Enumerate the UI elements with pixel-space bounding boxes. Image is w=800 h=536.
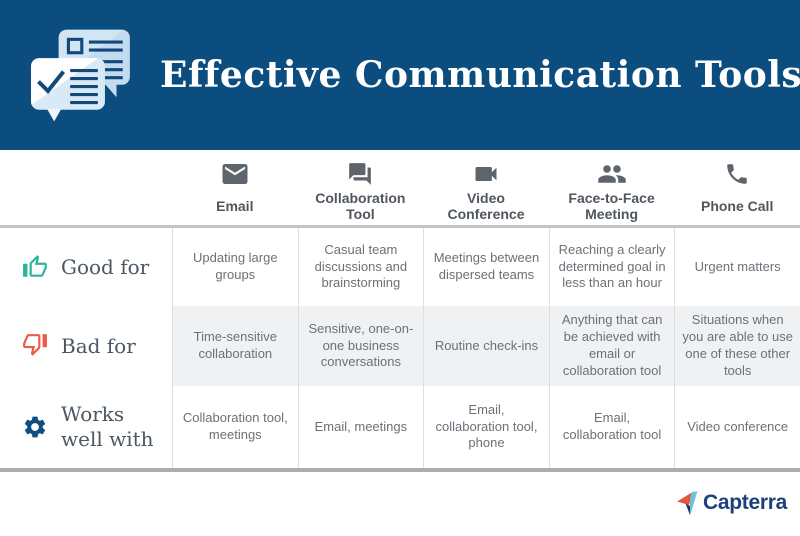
cell-works-well-email: Collaboration tool, meetings [172, 386, 298, 468]
chat-messages-icon [0, 26, 160, 124]
capterra-mark-icon [677, 490, 698, 516]
column-label-phone-call: Phone Call [700, 198, 774, 215]
column-label-collaboration-tool: Collaboration Tool [315, 190, 406, 222]
cell-good-for-video-conference: Meetings between dispersed teams [423, 228, 549, 306]
page-title: Effective Communication Tools [160, 54, 800, 96]
column-label-face-to-face: Face-to-Face Meeting [568, 190, 655, 222]
cell-good-for-phone-call: Urgent matters [674, 228, 800, 306]
thumbs-up-icon [22, 254, 48, 280]
phone-icon [724, 160, 750, 188]
cell-bad-for-video-conference: Routine check-ins [423, 306, 549, 386]
email-icon [220, 160, 250, 188]
capterra-logo: Capterra [676, 489, 787, 517]
cell-works-well-face-to-face: Email, collaboration tool [548, 386, 675, 468]
table-row-works-well-with: Works well with Collaboration tool, meet… [0, 386, 800, 468]
cell-good-for-collaboration-tool: Casual team discussions and brainstormin… [297, 228, 424, 306]
row-label-works-well-with: Works well with [61, 402, 154, 451]
cell-works-well-video-conference: Email, collaboration tool, phone [423, 386, 549, 468]
comparison-table: Good for Updating large groups Casual te… [0, 228, 800, 472]
column-label-video-conference: Video Conference [447, 190, 525, 222]
cell-bad-for-collaboration-tool: Sensitive, one-on-one business conversat… [297, 306, 424, 386]
column-header-collaboration-tool: Collaboration Tool [298, 150, 424, 225]
cell-works-well-collaboration-tool: Email, meetings [297, 386, 424, 468]
cell-bad-for-phone-call: Situations when you are able to use one … [674, 306, 800, 386]
cell-works-well-phone-call: Video conference [674, 386, 800, 468]
column-header-email: Email [172, 150, 298, 225]
column-label-email: Email [216, 198, 254, 215]
row-header-works-well-with: Works well with [0, 386, 172, 468]
row-header-good-for: Good for [0, 228, 172, 306]
capterra-wordmark: Capterra [703, 490, 787, 514]
header-banner: Effective Communication Tools [0, 0, 800, 150]
cell-good-for-email: Updating large groups [172, 228, 298, 306]
column-header-video-conference: Video Conference [423, 150, 549, 225]
column-header-phone-call: Phone Call [674, 150, 800, 225]
chat-bubbles-icon [347, 160, 373, 188]
table-row-good-for: Good for Updating large groups Casual te… [0, 228, 800, 306]
cell-good-for-face-to-face: Reaching a clearly determined goal in le… [548, 228, 675, 306]
thumbs-down-icon [22, 333, 48, 359]
row-label-bad-for: Bad for [61, 333, 136, 358]
table-row-bad-for: Bad for Time-sensitive collaboration Sen… [0, 306, 800, 386]
column-header-row: Email Collaboration Tool Video Conferenc… [0, 150, 800, 228]
gear-icon [22, 414, 48, 440]
footer: Capterra [0, 472, 800, 533]
cell-bad-for-email: Time-sensitive collaboration [172, 306, 298, 386]
row-header-bad-for: Bad for [0, 306, 172, 386]
video-camera-icon [472, 160, 500, 188]
column-header-spacer [0, 150, 172, 225]
cell-bad-for-face-to-face: Anything that can be achieved with email… [548, 306, 675, 386]
column-header-face-to-face: Face-to-Face Meeting [549, 150, 675, 225]
people-icon [597, 160, 627, 188]
row-label-good-for: Good for [61, 254, 150, 279]
